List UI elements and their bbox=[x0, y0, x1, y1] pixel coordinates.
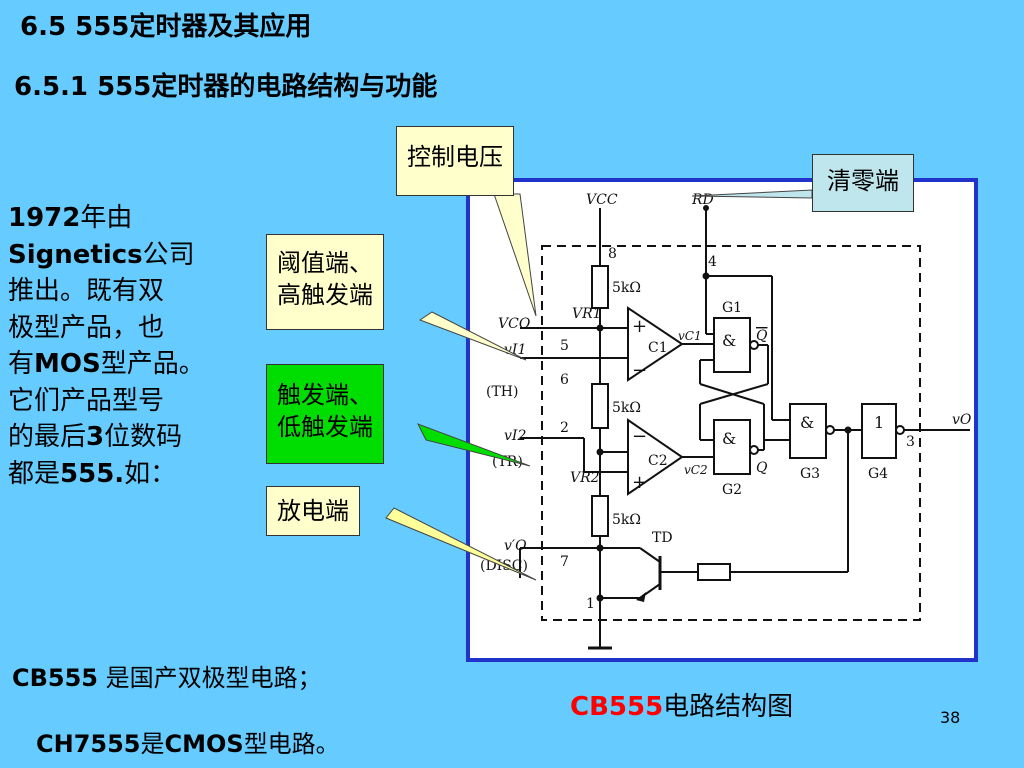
label-vr1: VR1 bbox=[572, 306, 602, 322]
footer-ch7555: CH7555 bbox=[36, 730, 141, 758]
pointer-threshold bbox=[418, 311, 527, 361]
footer-line2-d: 型电路。 bbox=[243, 730, 340, 758]
intro-line5a: 有 bbox=[8, 349, 35, 379]
comparator-c2 bbox=[627, 418, 684, 496]
label-g3: G3 bbox=[800, 466, 820, 482]
callout-trigger-line1: 触发端、 bbox=[277, 381, 373, 409]
intro-line8a: 都是 bbox=[8, 458, 61, 489]
label-vc1: vC1 bbox=[678, 329, 702, 343]
intro-company: Signetics bbox=[8, 239, 143, 270]
label-c1: C1 bbox=[648, 340, 668, 356]
intro-line1: 年由 bbox=[80, 203, 133, 233]
slide-title: 6.5 555定时器及其应用 bbox=[20, 12, 312, 42]
intro-line8b: 555. bbox=[60, 458, 125, 489]
label-g1: G1 bbox=[722, 300, 742, 316]
callout-discharge: 放电端 bbox=[266, 486, 360, 536]
g4-symbol: 1 bbox=[874, 413, 884, 432]
g2-symbol: & bbox=[722, 429, 736, 448]
label-g4: G4 bbox=[868, 466, 888, 482]
caption-rest: 电路结构图 bbox=[663, 692, 794, 722]
base-resistor bbox=[697, 563, 731, 581]
label-pin4: 4 bbox=[708, 254, 717, 270]
pointer-trigger bbox=[416, 423, 531, 467]
page-number: 38 bbox=[940, 708, 961, 727]
c2-plus: + bbox=[632, 472, 647, 493]
pointer-control-voltage bbox=[493, 193, 537, 317]
label-resistor3: 5kΩ bbox=[612, 512, 641, 528]
callout-trigger: 触发端、 低触发端 bbox=[266, 364, 384, 464]
comparator-c1 bbox=[627, 306, 684, 382]
intro-line8c: 如： bbox=[124, 458, 177, 489]
c1-plus: + bbox=[632, 316, 647, 337]
intro-text: 1972年由 Signetics公司 推出。既有双 极型产品，也 有MOS型产品… bbox=[8, 200, 248, 492]
footer-line2-b: 是 bbox=[140, 730, 165, 758]
label-pin7: 7 bbox=[560, 554, 569, 570]
intro-year: 1972 bbox=[8, 203, 81, 233]
intro-line7c: 位数码 bbox=[104, 422, 183, 452]
intro-line4: 极型产品，也 bbox=[8, 312, 165, 343]
resistor-3 bbox=[591, 495, 609, 537]
footer-line1: CB555 是国产双极型电路； bbox=[12, 658, 322, 693]
label-pin2: 2 bbox=[560, 420, 569, 436]
label-rd: RD bbox=[691, 192, 714, 208]
slide-subtitle: 6.5.1 555定时器的电路结构与功能 bbox=[14, 72, 438, 102]
callout-trigger-line2: 低触发端 bbox=[277, 413, 373, 441]
intro-line3: 推出。既有双 bbox=[8, 276, 165, 306]
c2-minus: − bbox=[632, 426, 647, 447]
intro-line5c: 型产品。 bbox=[100, 349, 205, 379]
label-td: TD bbox=[652, 530, 673, 546]
callout-threshold: 阈值端、 高触发端 bbox=[266, 234, 384, 330]
label-vr2: VR2 bbox=[570, 470, 600, 486]
label-vo: vO bbox=[952, 412, 972, 428]
label-vi2: vI2 bbox=[504, 428, 526, 444]
label-vcc: VCC bbox=[586, 192, 618, 208]
footer-cb555: CB555 bbox=[12, 664, 99, 692]
g1-symbol: & bbox=[722, 331, 736, 350]
callout-threshold-line2: 高触发端 bbox=[277, 281, 373, 309]
label-vc2: vC2 bbox=[684, 463, 708, 477]
label-resistor2: 5kΩ bbox=[612, 400, 641, 416]
g3-symbol: & bbox=[800, 413, 814, 432]
c1-minus: − bbox=[632, 360, 647, 381]
label-c2: C2 bbox=[648, 453, 668, 469]
label-g2: G2 bbox=[722, 482, 742, 498]
intro-line7b: 3 bbox=[86, 422, 105, 452]
label-q: Q bbox=[756, 460, 768, 476]
label-pin5: 5 bbox=[560, 338, 569, 354]
resistor-1 bbox=[591, 265, 609, 309]
label-resistor1: 5kΩ bbox=[612, 280, 641, 296]
intro-line5b: MOS bbox=[34, 349, 101, 379]
callout-control-voltage-text: 控制电压 bbox=[407, 143, 503, 171]
label-vco: VCO bbox=[498, 316, 531, 332]
chip-boundary bbox=[541, 245, 921, 621]
intro-line7a: 的最后 bbox=[8, 422, 87, 452]
diagram-caption: CB555电路结构图 bbox=[570, 686, 793, 723]
label-th: (TH) bbox=[486, 384, 518, 400]
footer-line2: CH7555是CMOS型电路。 bbox=[36, 724, 340, 759]
pointer-discharge bbox=[385, 507, 537, 581]
footer-line1-rest: 是国产双极型电路； bbox=[98, 664, 322, 692]
label-pin6: 6 bbox=[560, 372, 569, 388]
label-vo-disc: v′O bbox=[504, 538, 527, 554]
intro-line6: 它们产品型号 bbox=[8, 385, 165, 416]
label-pin8: 8 bbox=[608, 246, 617, 262]
callout-reset-text: 清零端 bbox=[827, 167, 899, 195]
label-qbar: Q bbox=[756, 328, 768, 344]
callout-discharge-text: 放电端 bbox=[277, 497, 349, 525]
callout-reset: 清零端 bbox=[812, 154, 914, 212]
resistor-2 bbox=[591, 383, 609, 429]
label-pin1: 1 bbox=[586, 596, 595, 612]
caption-cb555: CB555 bbox=[570, 692, 664, 722]
intro-line2: 公司 bbox=[142, 239, 195, 270]
callout-threshold-line1: 阈值端、 bbox=[277, 249, 373, 277]
label-pin3: 3 bbox=[906, 434, 915, 450]
footer-cmos: CMOS bbox=[164, 730, 244, 758]
callout-control-voltage: 控制电压 bbox=[396, 126, 514, 196]
